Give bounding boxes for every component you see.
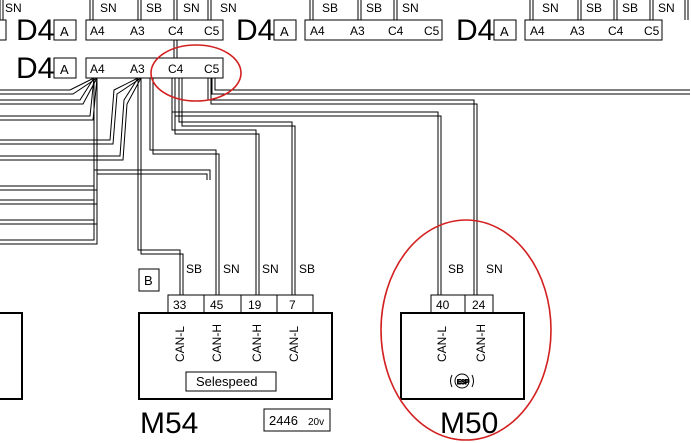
highlight-c4-c5 (150, 44, 242, 102)
top-wire-label: SB (366, 1, 382, 15)
top-connector-1-pin-a4: A4 (90, 24, 105, 38)
m50-name: M50 (440, 407, 498, 440)
top-wire-label: SN (658, 1, 675, 15)
svg-text:ESP: ESP (457, 380, 469, 386)
m50-wire-label: SB (448, 262, 464, 276)
m54-wire-label: SB (186, 262, 202, 276)
m54-signal-can-l: CAN-L (173, 326, 187, 362)
top-connector-1-pin-c4: C4 (168, 24, 184, 38)
top-connector-2-pin-a4: A4 (310, 24, 325, 38)
top-connector-2-name: D4 (236, 14, 274, 47)
m50-wire-label: SN (486, 262, 503, 276)
main-connector-pin-a4: A4 (90, 62, 105, 76)
top-connector-3-frame: A (500, 24, 509, 39)
m54-signal-can-h: CAN-H (250, 324, 264, 362)
top-wire-label: SN (100, 1, 117, 15)
main-connector-pin-c4: C4 (168, 62, 184, 76)
m54-sublabel: Selespeed (196, 374, 257, 389)
m54-signal-can-h: CAN-H (210, 324, 224, 362)
main-connector-name: D4 (16, 52, 54, 85)
top-connector-3-pin-c5: C5 (644, 24, 660, 38)
m54-wire-label: SN (262, 262, 279, 276)
m54-pin-7: 7 (289, 298, 296, 312)
main-connector-pin-c5: C5 (204, 62, 220, 76)
top-wire-label: SB (586, 1, 602, 15)
m54-wire-label: SB (299, 262, 315, 276)
m54-name: M54 (140, 407, 198, 440)
m50-pin-24: 24 (472, 298, 486, 312)
main-connector-frame: A (60, 62, 69, 77)
top-connector-1-name: D4 (16, 14, 54, 47)
left-module-box (0, 312, 23, 400)
m54-code: 2446 (269, 413, 298, 428)
top-wire-label: SN (5, 1, 22, 15)
top-connector-2-pin-c4: C4 (388, 24, 404, 38)
top-wire-label: SB (622, 1, 638, 15)
main-connector (53, 57, 224, 79)
m54-sublabel-box (185, 371, 277, 392)
top-connector-strip (0, 0, 689, 41)
top-connector-1-frame: A (60, 24, 69, 39)
top-wire-label: SB (146, 1, 162, 15)
esp-icon: ESP (450, 373, 474, 389)
m54-code-sub: 20v (308, 417, 324, 428)
top-wire-label: SN (183, 1, 200, 15)
top-connector-3-pin-c4: C4 (608, 24, 624, 38)
m54-pin-33: 33 (173, 298, 187, 312)
top-connector-3-pin-a4: A4 (530, 24, 545, 38)
m54-code-box (263, 408, 331, 432)
top-connector-3-pin-a3: A3 (570, 24, 585, 38)
top-wire-label: SN (542, 1, 559, 15)
m54-wire-label: SN (223, 262, 240, 276)
m54-module-box (138, 312, 333, 400)
m50-signal-can-h: CAN-H (474, 324, 488, 362)
top-connector-2-frame: A (280, 24, 289, 39)
top-connector-2-pin-a3: A3 (350, 24, 365, 38)
top-wire-label: SB (322, 1, 338, 15)
m54-pin-45: 45 (210, 298, 224, 312)
top-connector-1-pin-c5: C5 (204, 24, 220, 38)
top-connector-3-name: D4 (456, 14, 494, 47)
m54-signal-can-l: CAN-L (287, 326, 301, 362)
m54-frame-label: B (144, 273, 153, 288)
m54-pin-19: 19 (248, 298, 262, 312)
m54-frame-box (138, 268, 160, 292)
m50-signal-can-l: CAN-L (435, 326, 449, 362)
m50-pin-40: 40 (436, 298, 450, 312)
top-wire-label: SN (402, 1, 419, 15)
highlight-m50 (380, 219, 552, 441)
top-wire-label: SN (220, 1, 237, 15)
main-connector-pin-a3: A3 (130, 62, 145, 76)
top-connector-2-pin-c5: C5 (424, 24, 440, 38)
wire-harness (0, 40, 690, 295)
m50-module-box (400, 312, 525, 400)
top-connector-1-pin-a3: A3 (130, 24, 145, 38)
